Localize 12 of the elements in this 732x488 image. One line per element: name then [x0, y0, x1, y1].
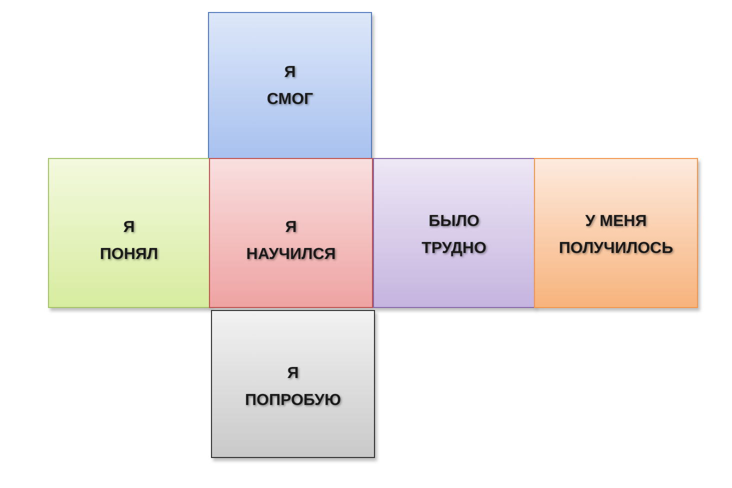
- face-label: Я СМОГ: [266, 62, 314, 110]
- cube-face: [208, 12, 372, 159]
- face-label: У МЕНЯ ПОЛУЧИЛОСЬ: [558, 212, 674, 259]
- cube-face: [534, 158, 698, 308]
- cube-face: [48, 158, 210, 308]
- face-label: БЫЛО ТРУДНО: [422, 212, 486, 259]
- cube-face: [209, 158, 373, 308]
- face-label: Я ПОПРОБУЮ: [245, 364, 341, 411]
- face-label: Я ПОНЯЛ: [100, 218, 158, 265]
- face-label: Я НАУЧИЛСЯ: [246, 218, 336, 265]
- cube-face: [211, 310, 375, 458]
- cube-face: [373, 158, 535, 308]
